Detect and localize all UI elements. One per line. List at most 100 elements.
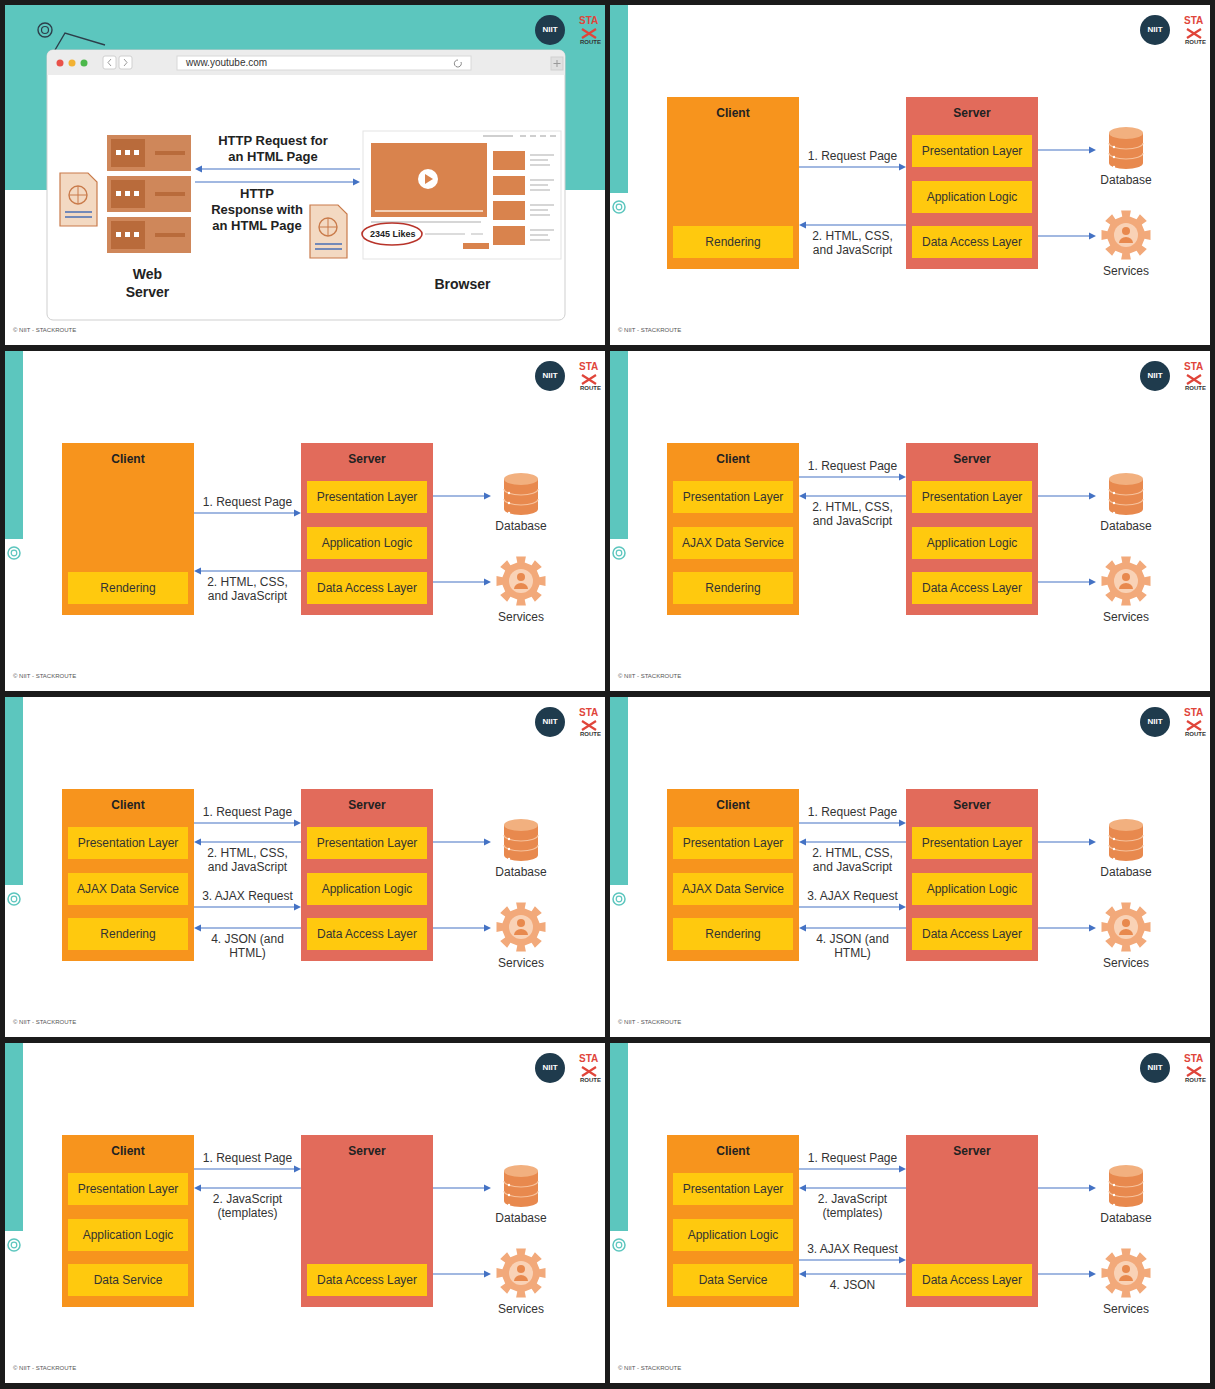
slide-illustration-part [47,50,565,75]
slide-decoration-part [535,707,565,737]
slide-label: © NIIT - STACKROUTE [13,673,76,680]
icon-label: Services [1096,610,1156,624]
server-box: ServerData Access Layer [301,1135,433,1307]
slide-label: STA [579,361,598,373]
connector-line [799,476,900,477]
database-cylinder-part [1113,502,1115,504]
slide-illustration-part [69,60,76,67]
icon-label: Database [491,519,551,533]
slide-illustration-part [116,232,121,237]
layer-label: Application Logic [927,190,1018,204]
edge-label: 2. HTML, CSS, and JavaScript [803,229,903,257]
services-gear-part [1114,915,1138,939]
connector-line [194,512,295,513]
services-gear [1096,1246,1156,1302]
services-gear-part [517,1265,525,1273]
database-icon: Database [1096,469,1156,533]
slide-label: ROUTE [580,731,601,738]
arrow-head [194,839,201,846]
slide-illustration-part [418,169,438,189]
layer-label: AJAX Data Service [682,536,784,550]
arrow-head [1089,147,1096,154]
layer-box: Data Access Layer [912,1264,1032,1296]
services-icon: Services [491,900,551,970]
layer-label: Presentation Layer [78,1182,179,1196]
slide-label: © NIIT - STACKROUTE [13,1019,76,1026]
client-box: ClientPresentation LayerApplication Logi… [667,1135,799,1307]
slide-illustration-part [134,191,139,196]
connector-arrow [799,222,906,229]
arrow-head [194,925,201,932]
database-cylinder [1096,815,1156,865]
layer-label: Application Logic [927,536,1018,550]
slide-illustration-part [551,57,563,70]
layer-label: Presentation Layer [683,1182,784,1196]
connector-line [433,1187,485,1188]
arrow-head [799,222,806,229]
services-gear-part [1122,919,1130,927]
arrow-head [294,820,301,827]
layer-label: Data Service [94,1273,163,1287]
slide-decoration-part [1187,721,1201,730]
layer-box: Data Access Layer [912,572,1032,604]
layer-label: Rendering [100,927,155,941]
database-cylinder-part [508,848,510,850]
slide-label: NIIT [1140,25,1170,35]
database-cylinder-part [1109,489,1143,505]
database-cylinder-part [1113,858,1115,860]
layer-label: Rendering [705,235,760,249]
database-cylinder-part [508,1184,510,1186]
box-heading: Client [62,1135,194,1158]
slide-label: ROUTE [580,385,601,392]
layer-label: Data Access Layer [317,1273,417,1287]
services-icon: Services [491,554,551,624]
edge-label: 1. Request Page [198,1151,298,1165]
slide-label: NIIT [1140,1063,1170,1073]
database-cylinder-part [508,1194,510,1196]
arrow-head [799,493,806,500]
slide-decoration-part [582,1067,596,1076]
database-cylinder-part [508,512,510,514]
layer-box: Data Access Layer [307,1264,427,1296]
arrow-head [899,820,906,827]
slide-illustration-part [155,151,185,155]
client-box: ClientPresentation LayerAJAX Data Servic… [667,443,799,615]
server-box: ServerPresentation LayerApplication Logi… [301,443,433,615]
layer-label: Data Access Layer [922,235,1022,249]
connector-arrow [433,839,491,846]
slide-illustration-part [103,56,116,69]
slide-illustration-part [108,59,127,66]
connector-arrow [194,510,301,517]
illustration-label: Web Server [117,265,179,301]
connector-line [1038,1273,1090,1274]
connector-line [799,166,900,167]
slide-label: ROUTE [1185,39,1206,46]
box-heading: Server [301,789,433,812]
database-cylinder [1096,123,1156,173]
layer-box: Application Logic [912,873,1032,905]
layer-label: Presentation Layer [922,144,1023,158]
slide-illustration-part [530,180,554,190]
slide-illustration-part [530,205,554,215]
services-icon: Services [1096,208,1156,278]
database-cylinder-part [504,473,538,485]
connector-arrow [799,820,906,827]
connector-line [805,495,906,496]
database-cylinder-part [508,502,510,504]
slide-illustration-part [134,150,139,155]
connector-arrow [799,1185,906,1192]
connector-arrow [799,474,906,481]
layer-box: Rendering [673,226,793,258]
slide-panel: ClientPresentation LayerAJAX Data Servic… [610,697,1210,1037]
slide-decoration-part [613,893,625,905]
services-gear-part [497,903,546,952]
slide-label: www.youtube.com [186,57,267,69]
services-gear-part [1119,929,1133,935]
services-icon: Services [1096,900,1156,970]
connector-line [805,841,906,842]
slide-illustration-part [57,60,64,67]
slide-illustration-part [42,27,49,34]
connector-line [201,168,360,169]
slide-illustration-part [125,232,130,237]
slide-decoration-part [5,1043,23,1231]
